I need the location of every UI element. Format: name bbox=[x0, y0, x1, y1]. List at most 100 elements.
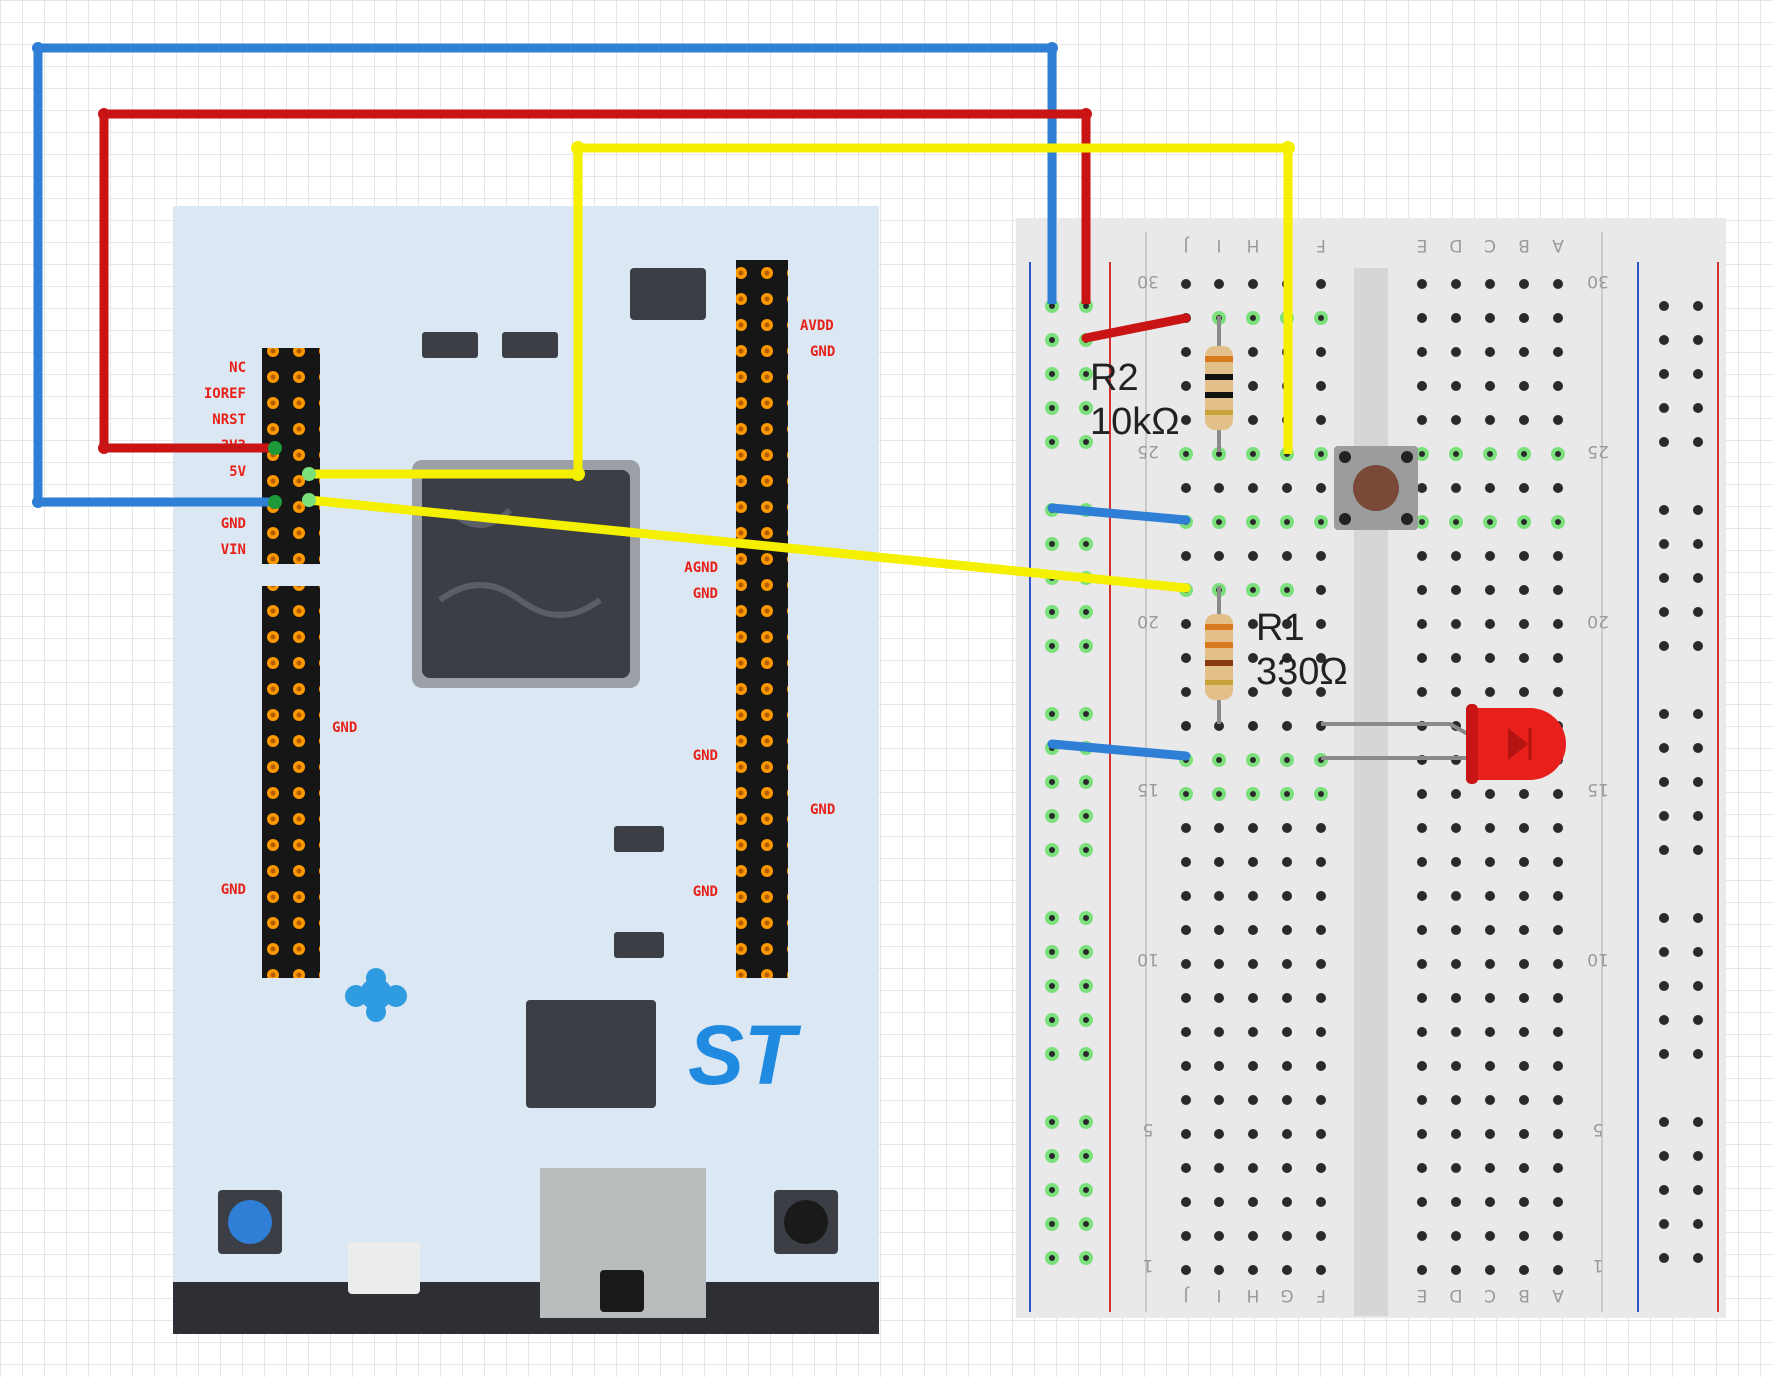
breadboard-hole[interactable] bbox=[1316, 959, 1326, 969]
breadboard-hole[interactable] bbox=[1316, 551, 1326, 561]
breadboard-hole[interactable] bbox=[1451, 483, 1461, 493]
breadboard-hole[interactable] bbox=[1553, 619, 1563, 629]
breadboard-hole[interactable] bbox=[1316, 687, 1326, 697]
breadboard-hole[interactable] bbox=[1451, 1095, 1461, 1105]
breadboard-hole[interactable] bbox=[1451, 381, 1461, 391]
resistor-r2[interactable] bbox=[1205, 316, 1233, 452]
breadboard-hole[interactable] bbox=[1451, 313, 1461, 323]
breadboard-hole[interactable] bbox=[1181, 1197, 1191, 1207]
breadboard-hole[interactable] bbox=[1282, 891, 1292, 901]
breadboard-hole[interactable] bbox=[1282, 993, 1292, 1003]
breadboard-hole[interactable] bbox=[1451, 1129, 1461, 1139]
rail-hole[interactable] bbox=[1045, 1149, 1059, 1163]
breadboard-hole[interactable] bbox=[1553, 857, 1563, 867]
rail-hole[interactable] bbox=[1659, 981, 1669, 991]
rail-hole[interactable] bbox=[1693, 1015, 1703, 1025]
breadboard-hole[interactable] bbox=[1451, 1265, 1461, 1275]
breadboard-hole[interactable] bbox=[1248, 551, 1258, 561]
breadboard-hole[interactable] bbox=[1282, 925, 1292, 935]
breadboard-hole[interactable] bbox=[1282, 857, 1292, 867]
breadboard-hole[interactable] bbox=[1519, 415, 1529, 425]
breadboard-hole[interactable] bbox=[1181, 1163, 1191, 1173]
breadboard-hole[interactable] bbox=[1248, 857, 1258, 867]
rail-hole[interactable] bbox=[1079, 401, 1093, 415]
breadboard-hole[interactable] bbox=[1519, 789, 1529, 799]
rail-hole[interactable] bbox=[1045, 639, 1059, 653]
rail-hole[interactable] bbox=[1659, 607, 1669, 617]
breadboard-hole[interactable] bbox=[1519, 551, 1529, 561]
breadboard-hole[interactable] bbox=[1417, 1231, 1427, 1241]
breadboard-hole[interactable] bbox=[1214, 1061, 1224, 1071]
breadboard-hole[interactable] bbox=[1181, 415, 1191, 425]
breadboard-hole[interactable] bbox=[1519, 483, 1529, 493]
breadboard-hole[interactable] bbox=[1451, 1197, 1461, 1207]
rail-hole[interactable] bbox=[1693, 607, 1703, 617]
breadboard-hole[interactable] bbox=[1417, 381, 1427, 391]
breadboard-hole[interactable] bbox=[1248, 619, 1258, 629]
rail-hole[interactable] bbox=[1693, 981, 1703, 991]
rail-hole[interactable] bbox=[1659, 743, 1669, 753]
breadboard-hole[interactable] bbox=[1553, 891, 1563, 901]
breadboard-hole[interactable] bbox=[1485, 279, 1495, 289]
rail-hole[interactable] bbox=[1693, 845, 1703, 855]
breadboard-hole[interactable] bbox=[1248, 1265, 1258, 1275]
rail-hole[interactable] bbox=[1693, 573, 1703, 583]
breadboard-hole[interactable] bbox=[1519, 585, 1529, 595]
breadboard-hole[interactable] bbox=[1181, 551, 1191, 561]
breadboard-hole[interactable] bbox=[1417, 993, 1427, 1003]
rail-hole[interactable] bbox=[1693, 777, 1703, 787]
breadboard-hole[interactable] bbox=[1248, 1197, 1258, 1207]
breadboard-hole[interactable] bbox=[1214, 1129, 1224, 1139]
breadboard-hole[interactable] bbox=[1553, 551, 1563, 561]
rail-hole[interactable] bbox=[1693, 505, 1703, 515]
breadboard-hole[interactable] bbox=[1553, 1095, 1563, 1105]
breadboard-hole[interactable] bbox=[1451, 585, 1461, 595]
breadboard-hole[interactable] bbox=[1214, 993, 1224, 1003]
breadboard-hole[interactable] bbox=[1248, 1095, 1258, 1105]
breadboard-hole[interactable] bbox=[1519, 1265, 1529, 1275]
breadboard-hole[interactable] bbox=[1417, 1197, 1427, 1207]
breadboard-hole[interactable] bbox=[1316, 585, 1326, 595]
rail-hole[interactable] bbox=[1045, 775, 1059, 789]
breadboard-hole[interactable] bbox=[1485, 551, 1495, 561]
breadboard-hole[interactable] bbox=[1519, 1095, 1529, 1105]
breadboard-hole[interactable] bbox=[1451, 925, 1461, 935]
breadboard-hole[interactable] bbox=[1181, 687, 1191, 697]
breadboard-hole[interactable] bbox=[1551, 447, 1565, 461]
breadboard-hole[interactable] bbox=[1248, 347, 1258, 357]
breadboard-hole[interactable] bbox=[1417, 347, 1427, 357]
breadboard-hole[interactable] bbox=[1417, 1027, 1427, 1037]
rail-hole[interactable] bbox=[1079, 537, 1093, 551]
breadboard-hole[interactable] bbox=[1316, 891, 1326, 901]
breadboard-hole[interactable] bbox=[1316, 823, 1326, 833]
breadboard-hole[interactable] bbox=[1181, 823, 1191, 833]
breadboard-hole[interactable] bbox=[1282, 959, 1292, 969]
rail-hole[interactable] bbox=[1079, 1115, 1093, 1129]
breadboard-hole[interactable] bbox=[1451, 891, 1461, 901]
breadboard-hole[interactable] bbox=[1181, 1129, 1191, 1139]
breadboard-hole[interactable] bbox=[1316, 1129, 1326, 1139]
breadboard-hole[interactable] bbox=[1519, 891, 1529, 901]
breadboard-hole[interactable] bbox=[1181, 891, 1191, 901]
breadboard-hole[interactable] bbox=[1519, 619, 1529, 629]
rail-hole[interactable] bbox=[1079, 945, 1093, 959]
rail-hole[interactable] bbox=[1693, 437, 1703, 447]
rail-hole[interactable] bbox=[1659, 437, 1669, 447]
rail-hole[interactable] bbox=[1659, 573, 1669, 583]
rail-hole[interactable] bbox=[1079, 1217, 1093, 1231]
breadboard-hole[interactable] bbox=[1553, 1265, 1563, 1275]
breadboard-hole[interactable] bbox=[1214, 891, 1224, 901]
breadboard-hole[interactable] bbox=[1519, 823, 1529, 833]
breadboard-hole[interactable] bbox=[1417, 653, 1427, 663]
breadboard-hole[interactable] bbox=[1483, 447, 1497, 461]
breadboard-hole[interactable] bbox=[1417, 857, 1427, 867]
breadboard-hole[interactable] bbox=[1282, 823, 1292, 833]
breadboard-hole[interactable] bbox=[1449, 447, 1463, 461]
breadboard-hole[interactable] bbox=[1485, 1061, 1495, 1071]
breadboard-hole[interactable] bbox=[1316, 347, 1326, 357]
rail-hole[interactable] bbox=[1079, 1149, 1093, 1163]
rail-hole[interactable] bbox=[1045, 1217, 1059, 1231]
breadboard-hole[interactable] bbox=[1282, 1265, 1292, 1275]
breadboard-hole[interactable] bbox=[1485, 415, 1495, 425]
breadboard-hole[interactable] bbox=[1280, 583, 1294, 597]
